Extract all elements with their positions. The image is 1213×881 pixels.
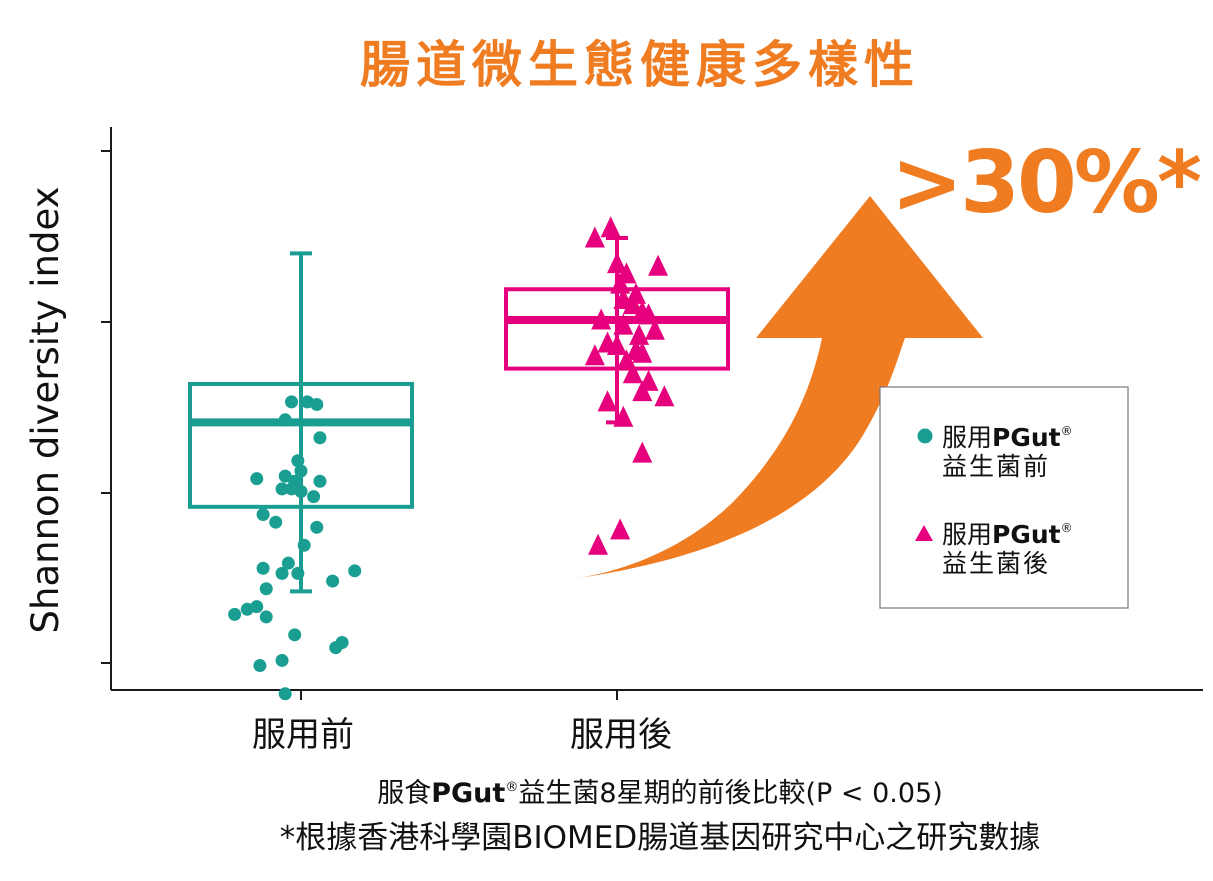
data-point: [613, 313, 634, 335]
data-point: [269, 515, 283, 529]
legend: 服用PGut® 益生菌前 服用PGut® 益生菌後: [879, 386, 1129, 609]
caption-line1: 服食PGut®益生菌8星期的前後比較(P < 0.05): [377, 778, 943, 809]
y-axis-label: Shannon diversity index: [24, 187, 67, 634]
caption-line2: *根據香港科學園BIOMED腸道基因研究中心之研究數據: [280, 820, 1041, 856]
data-point: [250, 472, 264, 486]
data-point: [632, 441, 653, 463]
data-point: [622, 362, 643, 384]
data-point: [256, 508, 270, 522]
data-point: [307, 490, 321, 504]
data-point: [622, 293, 643, 315]
legend-after-line2: 益生菌後: [942, 549, 1050, 578]
data-point: [313, 474, 327, 488]
data-point: [597, 390, 618, 412]
data-point: [259, 582, 273, 596]
data-point: [294, 464, 308, 478]
legend-box: [879, 386, 1129, 609]
data-point: [259, 610, 273, 624]
data-point: [253, 659, 267, 673]
legend-triangle-icon: [915, 525, 933, 541]
increase-callout: >30%*: [891, 133, 1201, 233]
data-point: [584, 226, 605, 248]
data-point: [288, 628, 302, 642]
data-point: [632, 341, 653, 363]
data-point: [588, 533, 609, 555]
x-tick-label-after: 服用後: [570, 715, 672, 755]
data-point: [648, 254, 669, 276]
increase-arrow-icon: [578, 196, 983, 578]
data-point: [632, 380, 653, 402]
data-point: [278, 469, 292, 483]
data-point: [607, 334, 627, 356]
data-point: [278, 413, 292, 427]
y-axis: [101, 127, 112, 690]
series-before: [188, 251, 414, 701]
data-point: [275, 566, 289, 580]
data-point: [313, 431, 327, 445]
data-point: [228, 607, 242, 621]
data-point: [600, 216, 621, 238]
data-point: [644, 318, 665, 340]
data-point: [638, 303, 659, 325]
data-point: [240, 602, 254, 616]
data-point: [294, 484, 308, 498]
data-point: [256, 561, 270, 575]
data-point: [310, 520, 324, 534]
data-point: [591, 308, 612, 330]
data-point: [291, 566, 305, 580]
legend-after-line1: 服用PGut®: [942, 520, 1073, 549]
data-point: [329, 641, 343, 655]
series-after: [504, 216, 730, 555]
x-axis: [111, 689, 1203, 700]
data-point: [629, 323, 650, 345]
data-point: [610, 518, 631, 540]
data-point: [278, 687, 292, 701]
data-point: [348, 564, 362, 578]
data-point: [654, 385, 675, 407]
data-point: [297, 538, 311, 552]
data-point: [610, 272, 631, 294]
chart-title: 腸道微生態健康多樣性: [360, 36, 920, 94]
data-point: [607, 252, 627, 274]
data-point: [291, 454, 305, 468]
legend-circle-icon: [917, 428, 933, 444]
data-point: [275, 653, 289, 667]
data-point: [275, 482, 289, 496]
x-tick-label-before: 服用前: [252, 715, 354, 755]
data-point: [281, 556, 295, 570]
data-point: [613, 405, 634, 427]
data-point: [285, 395, 299, 409]
legend-before-line1: 服用PGut®: [942, 423, 1073, 452]
data-point: [584, 344, 605, 366]
legend-before-line2: 益生菌前: [942, 452, 1050, 481]
data-point: [326, 574, 340, 588]
data-point: [310, 397, 324, 411]
